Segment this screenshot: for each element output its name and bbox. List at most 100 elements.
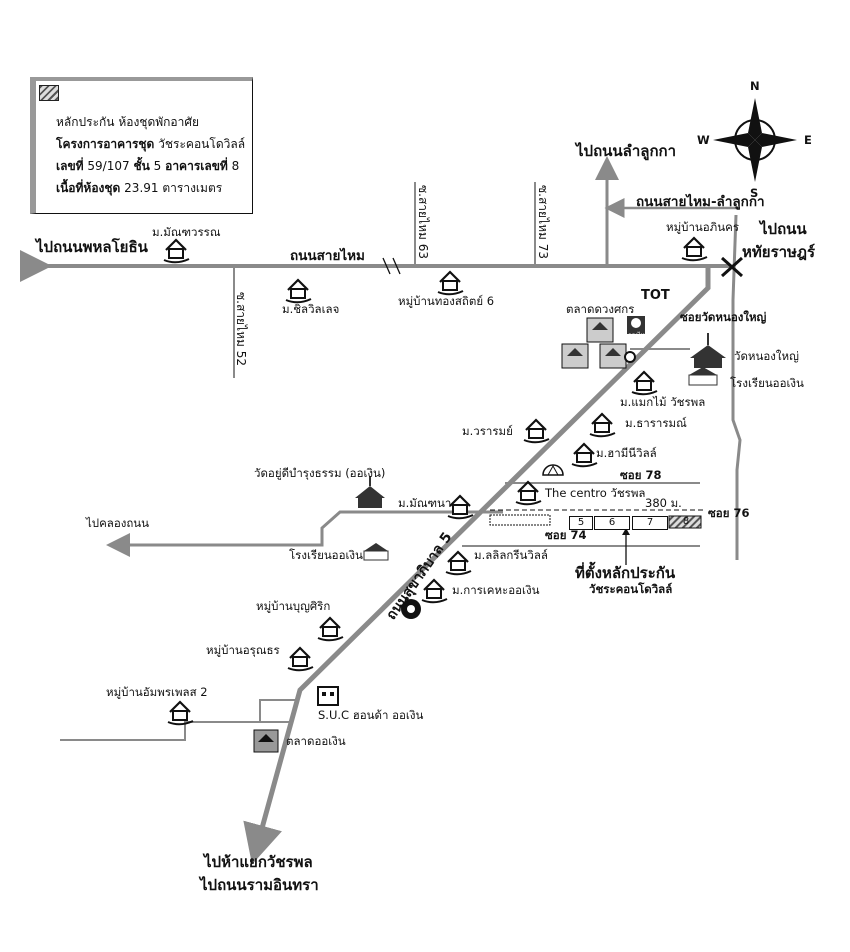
house-icon [437, 270, 464, 296]
label-soi-74: ซอย 74 [545, 528, 587, 542]
condo-unit-7: 7 [632, 516, 668, 530]
label-soi-73: ซ.สายไหม 73 [536, 185, 550, 259]
house-icon [163, 238, 190, 264]
house-icon [421, 578, 448, 604]
place-talat-or-ngoen: ตลาดออเงิน [286, 734, 346, 748]
legend-unit-row: เลขที่ 59/107 ชั้น 5 อาคารเลขที่ 8 [56, 157, 239, 176]
place-tot: TOT [641, 288, 670, 303]
legend-building: 8 [231, 159, 240, 173]
house-icon [317, 616, 344, 642]
compass-icon [713, 98, 797, 182]
label-distance: 380 ม. [645, 496, 682, 510]
place-thongsathit: หมู่บ้านทองสถิตย์ 6 [398, 294, 495, 308]
place-wat-nong-yai: วัดหนองใหญ่ [734, 349, 799, 363]
road-talat-branch [259, 699, 298, 722]
krungthai-bank-icon [627, 316, 645, 334]
house-icon [589, 412, 616, 438]
house-icons [163, 236, 708, 726]
label-hathai-rat: หทัยราษฎร์ [742, 243, 816, 261]
legend-area: 23.91 [124, 181, 159, 195]
house-icon [167, 700, 194, 726]
shophouse-row [489, 514, 551, 526]
label-sai-mai-lam-luk-ka: ถนนสายไหม-ลำลูกกา [636, 194, 765, 210]
place-aphinara: หมู่บ้านอภินคร [666, 220, 739, 234]
label-to-watcharapol: ไปห้าแยกวัชรพล [204, 853, 313, 871]
legend-project-label: โครงการอาคารชุด [56, 137, 155, 151]
place-chill-village: ม.ชิลวิลเลจ [282, 302, 340, 316]
house-icon [515, 480, 542, 506]
house-icon [287, 646, 314, 672]
place-school-or-ngoen-1: โรงเรียนออเงิน [730, 376, 804, 390]
collateral-swatch-icon [39, 85, 59, 101]
house-icon [631, 370, 658, 396]
house-icon [447, 494, 474, 520]
collateral-unit-hatch [668, 515, 702, 529]
place-suc: S.U.C ฮอนด้า ออเงิน [318, 708, 424, 722]
tot-logo-icon [641, 291, 681, 299]
label-soi-wat-nong-yai: ซอยวัดหนองใหญ่ [680, 310, 767, 324]
label-to-khlong-thanon: ไปคลองถนน [86, 516, 150, 530]
junction-mark [720, 256, 744, 278]
place-school-or-ngoen-2: โรงเรียนออเงิน [289, 548, 363, 562]
school-icons [363, 367, 718, 561]
road-ampornpress [60, 721, 290, 741]
place-ampornpress: หมู่บ้านอัมพรเพลส 2 [106, 685, 208, 699]
legend-floor-label: ชั้น [133, 159, 150, 173]
place-talat-duangsakorn: ตลาดดวงศกร [566, 302, 635, 316]
label-to-lam-luk-ka: ไปถนนลำลูกกา [576, 142, 677, 160]
temple-icons [355, 333, 726, 508]
legend-area-unit: ตารางเมตร [162, 181, 223, 195]
place-arunthon: หมู่บ้านอรุณธร [206, 643, 280, 657]
label-to-ram-inthra: ไปถนนรามอินทรา [200, 876, 319, 894]
compass-n: N [750, 79, 760, 93]
condo-unit-5: 5 [569, 516, 593, 530]
place-maekmai: ม.แมกไม้ วัชรพล [620, 395, 706, 409]
shell-icon [542, 464, 564, 476]
roundabout-icon [401, 599, 421, 619]
place-haminee: ม.ฮามีนีวิลล์ [596, 446, 657, 460]
legend-project-name: วัชระคอนโดวิลล์ [158, 137, 246, 151]
compass-s: S [750, 186, 759, 200]
house-icon [285, 278, 312, 304]
place-boonsirik: หมู่บ้านบุญศิริก [256, 599, 331, 613]
place-collateral-site: ที่ตั้งหลักประกัน [575, 564, 676, 582]
house-icon [445, 550, 472, 576]
label-soi-63: ซ.สายไหม 63 [416, 185, 430, 259]
place-lalin: ม.ลลิลกรีนวิลล์ [474, 548, 548, 562]
place-collateral-project: วัชระคอนโดวิลล์ [589, 582, 673, 596]
place-krungthai: กรุงไทย [628, 332, 649, 339]
label-soi-78: ซอย 78 [620, 468, 662, 482]
place-wat-yu-dee: วัดอยู่ดีบำรุงธรรม (ออเงิน) [254, 466, 386, 480]
label-to-road: ไปถนน [760, 220, 807, 238]
label-soi-52: ซ.สายไหม 52 [234, 292, 248, 366]
place-kan-kheha: ม.การเคหะออเงิน [452, 583, 540, 597]
legend-floor: 5 [153, 159, 162, 173]
legend-unit-no: 59/107 [87, 159, 130, 173]
road-sukhaphiban-5 [243, 266, 711, 865]
house-icon [681, 236, 708, 262]
legend-title: หลักประกัน ห้องชุดพักอาศัย [56, 115, 200, 129]
compass-w: W [697, 133, 710, 147]
wat-nong-yai-marker-icon [624, 351, 636, 363]
place-centro: The centro วัชรพล [545, 486, 646, 500]
label-sai-mai: ถนนสายไหม [290, 248, 365, 264]
place-wararom: ม.วรารมย์ [462, 424, 513, 438]
house-icon [523, 418, 550, 444]
house-icon [571, 442, 598, 468]
legend-box: หลักประกัน ห้องชุดพักอาศัย โครงการอาคารช… [30, 77, 253, 214]
condo-unit-8: 8 [682, 516, 690, 527]
road-to-khlong-thanon [106, 510, 503, 557]
place-tharamani: ม.ธารารมณ์ [625, 416, 687, 430]
legend-building-label: อาคารเลขที่ [165, 159, 228, 173]
condo-unit-6: 6 [594, 516, 630, 530]
honda-dealer-icon [317, 686, 339, 706]
legend-area-row: เนื้อที่ห้องชุด 23.91 ตารางเมตร [56, 179, 222, 198]
market-icons [253, 317, 627, 753]
place-manthawan: ม.มัณฑวรรณ [152, 225, 221, 239]
road-break-mark [382, 257, 401, 275]
legend-unit-no-label: เลขที่ [56, 159, 84, 173]
label-soi-76: ซอย 76 [708, 506, 750, 520]
road-hathai-rat [731, 214, 742, 560]
label-to-phahonyothin: ไปถนนพหลโยธิน [36, 238, 148, 256]
